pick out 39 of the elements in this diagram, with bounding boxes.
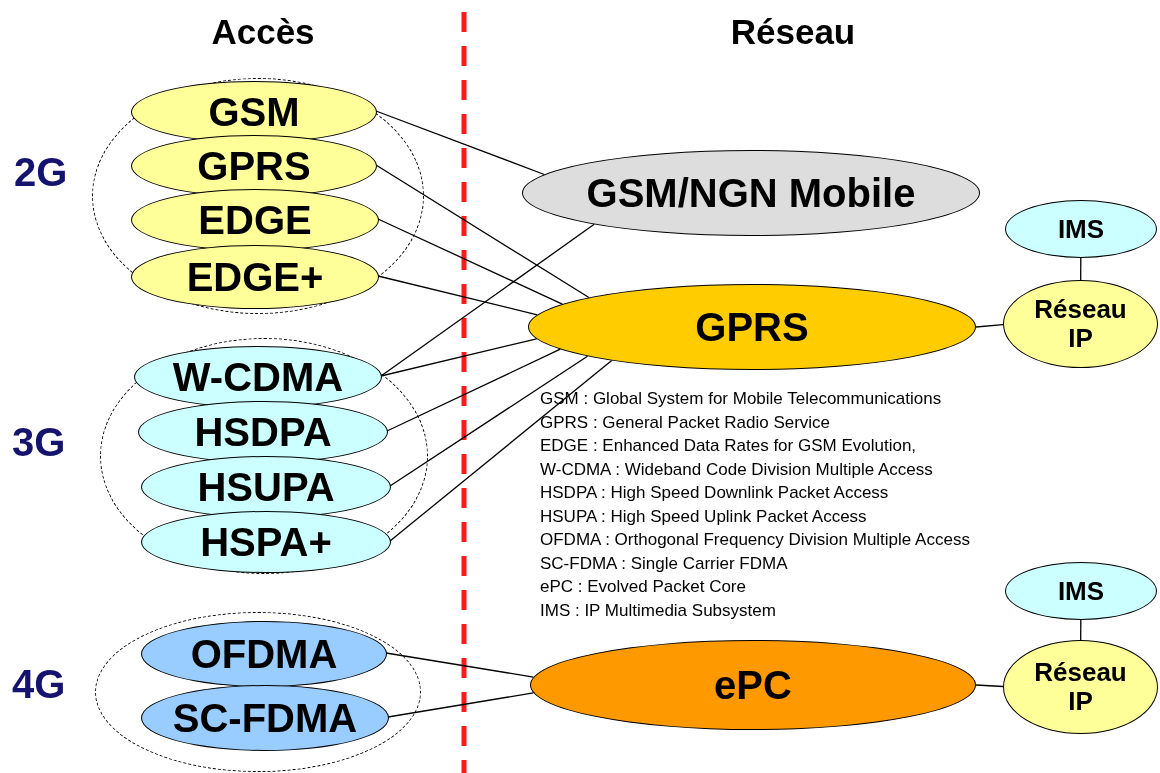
connector-line <box>389 359 613 542</box>
column-heading: Accès <box>211 12 315 52</box>
network-ellipse: EDGE+ <box>131 245 379 309</box>
generation-label: 2G <box>14 150 68 195</box>
connector-line <box>385 652 535 678</box>
connector-line <box>375 110 545 176</box>
connector-line <box>389 355 589 487</box>
network-ellipse: ePC <box>530 640 976 730</box>
glossary-line: EDGE : Enhanced Data Rates for GSM Evolution, <box>540 436 917 456</box>
column-heading: Réseau <box>730 12 856 52</box>
generation-label: 4G <box>12 662 66 707</box>
connector-line <box>377 275 538 316</box>
network-ellipse: OFDMA <box>141 621 387 687</box>
connector-line <box>975 324 1004 328</box>
glossary-line: GPRS : General Packet Radio Service <box>540 412 831 433</box>
connector-line <box>1080 257 1082 281</box>
glossary-line: SC-FDMA : Single Carrier FDMA <box>540 553 788 574</box>
network-ellipse: SC-FDMA <box>141 685 389 751</box>
network-ellipse: Réseau IP <box>1003 280 1158 368</box>
connector-line <box>975 684 1004 688</box>
network-ellipse: GSM/NGN Mobile <box>522 150 980 236</box>
network-ellipse: IMS <box>1005 200 1157 258</box>
generation-label: 3G <box>12 420 66 465</box>
glossary-line: W-CDMA : Wideband Code Division Multiple Access <box>540 459 933 480</box>
glossary-line: ePC : Evolved Packet Core <box>540 577 746 597</box>
network-ellipse: HSPA+ <box>141 511 391 573</box>
network-ellipse: Réseau IP <box>1003 640 1158 734</box>
glossary-line: HSUPA : High Speed Uplink Packet Access <box>540 506 867 527</box>
connector-line <box>377 218 563 305</box>
connector-line <box>1080 619 1082 641</box>
connector-line <box>380 223 595 377</box>
glossary-line: OFDMA : Orthogonal Frequency Division Multiple Access <box>540 530 970 550</box>
connector-line <box>387 692 535 718</box>
connector-line <box>386 348 561 432</box>
network-ellipse: GPRS <box>528 284 976 370</box>
glossary-line: HSDPA : High Speed Downlink Packet Access <box>540 483 889 503</box>
network-ellipse: IMS <box>1005 562 1157 620</box>
connector-line <box>375 164 590 299</box>
glossary-line: IMS : IP Multimedia Subsystem <box>540 600 776 621</box>
